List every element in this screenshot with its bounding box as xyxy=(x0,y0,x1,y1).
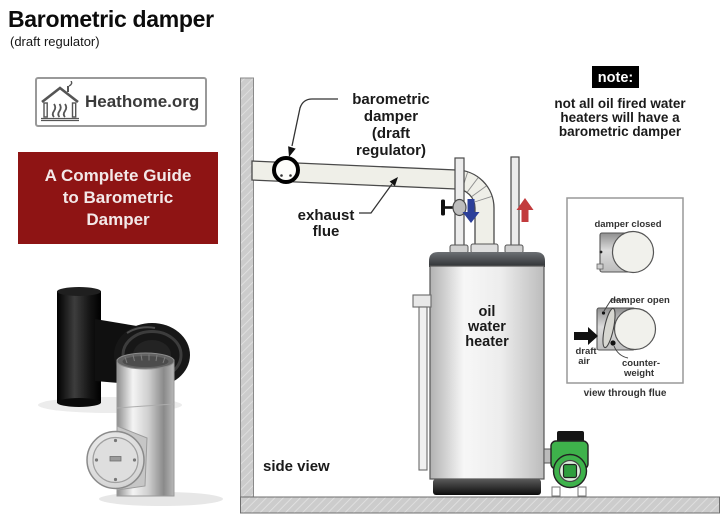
damper-hinge-dot xyxy=(289,174,292,177)
damper-closed-figure xyxy=(596,230,655,274)
floor xyxy=(240,496,720,514)
leader-arrowhead xyxy=(389,177,398,187)
side-view-diagram: barometric damper (draft regulator) exha… xyxy=(240,66,720,514)
barometric-damper-label: regulator) xyxy=(356,142,426,159)
pipe-flange xyxy=(449,244,469,254)
note-text: barometric damper xyxy=(559,124,682,139)
silver-damper-photo xyxy=(86,352,223,506)
panel-caption: view through flue xyxy=(584,388,667,399)
guide-line: to Barometric xyxy=(62,188,174,207)
drain-pipe-stub xyxy=(412,294,432,308)
note-badge-label: note: xyxy=(598,70,633,86)
flue-view-panel xyxy=(566,197,684,384)
guide-line: A Complete Guide xyxy=(44,166,192,185)
logo-text: Heathome.org xyxy=(85,92,200,111)
exhaust-flue-label: exhaust xyxy=(298,207,355,224)
shutoff-valve xyxy=(441,198,467,217)
damper-hinge-dot xyxy=(280,174,283,177)
wall xyxy=(240,77,254,498)
guide-line: Damper xyxy=(86,210,150,229)
oil-burner xyxy=(543,431,589,497)
house-heat-icon xyxy=(41,81,79,122)
page-subtitle: (draft regulator) xyxy=(10,34,100,49)
note-text: not all oil fired water xyxy=(554,96,686,111)
barometric-damper-label: (draft xyxy=(372,125,410,142)
guide-banner: A Complete Guide to Barometric Damper xyxy=(18,152,218,244)
page-title: Barometric damper xyxy=(8,6,214,32)
heater-label: heater xyxy=(465,334,509,350)
pipe-flange xyxy=(504,244,524,254)
barometric-damper-label: damper xyxy=(364,108,418,125)
flue-collar xyxy=(470,243,499,254)
exhaust-flue-label: flue xyxy=(313,223,340,240)
heater-label: water xyxy=(467,319,506,335)
logo: Heathome.org xyxy=(35,77,207,127)
side-view-label: side view xyxy=(263,458,330,475)
drain-pipe xyxy=(418,306,428,471)
leader-arrowhead xyxy=(288,146,296,157)
water-heater-tank xyxy=(429,252,545,495)
damper-closed-label: damper closed xyxy=(594,219,661,230)
barometric-damper-label: barometric xyxy=(352,91,430,108)
note-text: heaters will have a xyxy=(560,110,680,125)
note-badge xyxy=(592,66,639,88)
damper-open-figure xyxy=(596,299,657,359)
damper-open-label: damper open xyxy=(610,295,670,306)
cold-flow-down-arrow-icon xyxy=(462,199,480,223)
draft-air-label: air xyxy=(578,356,590,367)
counter-weight-label: counter- xyxy=(622,358,660,369)
heater-label: oil xyxy=(479,304,496,320)
leader-line xyxy=(359,183,393,214)
draft-air-label: draft xyxy=(575,346,597,357)
barometric-damper-circle xyxy=(272,156,300,184)
draft-air-arrow-icon xyxy=(574,327,598,345)
hot-flow-up-arrow-icon xyxy=(516,198,534,222)
hot-water-pipe xyxy=(510,156,520,253)
leader-line xyxy=(291,98,338,147)
counter-weight-label: weight xyxy=(623,368,655,379)
flue-elbow xyxy=(455,169,495,253)
